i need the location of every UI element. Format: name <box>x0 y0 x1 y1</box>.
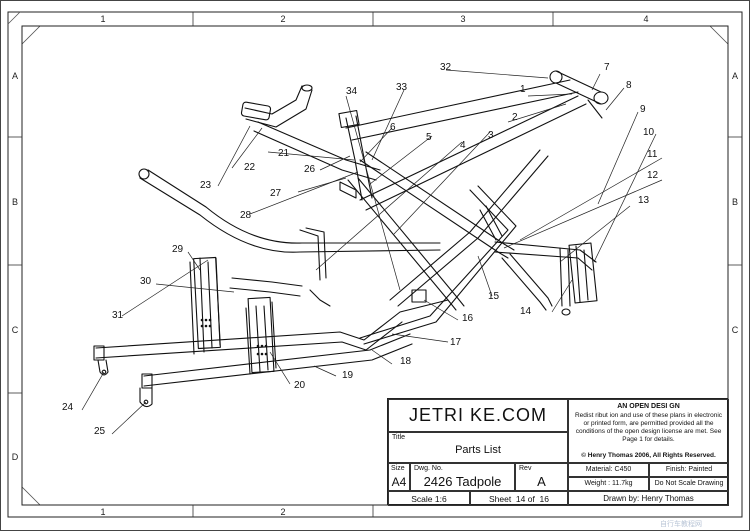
balloon-25: 25 <box>94 426 106 437</box>
weight: Weight : 11.7kg <box>584 480 633 487</box>
zone-row-c-left: C <box>12 325 19 335</box>
open-design-text: Redist ribut ion and use of these plans … <box>574 412 723 443</box>
zone-row-d-left: D <box>12 452 19 462</box>
zone-col-3-top: 3 <box>460 14 465 24</box>
zone-col-2-bottom: 2 <box>280 507 285 517</box>
watermark-text: 自行车教程网 <box>660 520 702 528</box>
sheet-number: Sheet 14 of 16 <box>488 494 550 504</box>
rev-cell: Rev A <box>515 463 568 491</box>
size-cell: Size A4 <box>388 463 410 491</box>
sheet-size: A4 <box>391 475 407 489</box>
zone-row-c-right: C <box>732 325 739 335</box>
balloon-32: 32 <box>440 62 452 73</box>
balloon-13: 13 <box>638 195 650 206</box>
title-label: Title <box>392 434 405 441</box>
balloon-10: 10 <box>643 127 655 138</box>
copyright-notice: © Henry Thomas 2006, All Rights Reserved… <box>581 452 716 459</box>
balloon-34: 34 <box>346 86 358 97</box>
inner-border <box>7 11 743 518</box>
title-cell: Title Parts List <box>388 432 568 463</box>
material-cell: Material: C450 <box>568 463 649 477</box>
balloon-19: 19 <box>342 370 354 381</box>
title-block: JETRI KE.COM Title Parts List Size A4 Dw… <box>387 398 729 506</box>
no-scale-cell: Do Not Scale Drawing <box>649 477 729 491</box>
company-name: JETRI KE.COM <box>408 405 547 425</box>
balloon-5: 5 <box>426 132 432 143</box>
balloon-16: 16 <box>462 313 474 324</box>
do-not-scale: Do Not Scale Drawing <box>654 480 724 487</box>
balloon-26: 26 <box>304 164 316 175</box>
balloon-4: 4 <box>460 140 466 151</box>
zone-col-4-top: 4 <box>643 14 648 24</box>
balloon-28: 28 <box>240 210 252 221</box>
balloon-6: 6 <box>390 122 396 133</box>
zone-col-1-bottom: 1 <box>100 507 105 517</box>
weight-cell: Weight : 11.7kg <box>568 477 649 491</box>
balloon-33: 33 <box>396 82 408 93</box>
balloon-23: 23 <box>200 180 212 191</box>
drawing-title: Parts List <box>455 444 501 456</box>
zone-ticks <box>8 12 742 517</box>
balloon-22: 22 <box>244 162 256 173</box>
material: Material: C450 <box>585 466 632 473</box>
drawing-number: 2426 Tadpole <box>423 474 502 489</box>
size-label: Size <box>391 465 405 472</box>
open-design-heading: AN OPEN DESI GN <box>617 403 680 410</box>
zone-row-a-right: A <box>732 71 738 81</box>
balloon-27: 27 <box>270 188 282 199</box>
scale: Scale 1:6 <box>411 494 447 504</box>
balloon-9: 9 <box>640 104 646 115</box>
drawing-area <box>21 25 729 506</box>
balloon-17: 17 <box>450 337 462 348</box>
rev-label: Rev <box>519 465 532 472</box>
balloon-29: 29 <box>172 244 184 255</box>
part-balloons: 1 2 3 4 5 6 7 8 9 10 11 12 13 14 15 16 1… <box>62 62 659 437</box>
zone-col-1-top: 1 <box>100 14 105 24</box>
zone-row-b-right: B <box>732 197 738 207</box>
zone-row-a-left: A <box>12 71 18 81</box>
trike-frame-drawing <box>93 70 609 408</box>
balloon-20: 20 <box>294 380 306 391</box>
balloon-31: 31 <box>112 310 124 321</box>
drawn-by-cell: Drawn by: Henry Thomas <box>568 491 729 506</box>
balloon-14: 14 <box>520 306 532 317</box>
drawn-by: Drawn by: Henry Thomas <box>603 494 694 503</box>
scale-cell: Scale 1:6 <box>388 491 470 506</box>
balloon-11: 11 <box>647 149 658 160</box>
balloon-15: 15 <box>488 291 500 302</box>
finish: Finish: Painted <box>665 466 713 473</box>
balloon-2: 2 <box>512 112 518 123</box>
balloon-7: 7 <box>604 62 610 73</box>
balloon-3: 3 <box>488 130 494 141</box>
balloon-12: 12 <box>647 170 659 181</box>
sheet-cell: Sheet 14 of 16 <box>470 491 568 506</box>
revision: A <box>537 474 546 489</box>
zone-labels: 1 2 3 4 1 2 A B C D A B C <box>12 14 739 517</box>
balloon-18: 18 <box>400 356 412 367</box>
company-cell: JETRI KE.COM <box>388 399 568 432</box>
zone-row-b-left: B <box>12 197 18 207</box>
dwg-no-label: Dwg. No. <box>414 465 443 472</box>
open-design-cell: AN OPEN DESI GN Redist ribut ion and use… <box>568 399 729 463</box>
balloon-1: 1 <box>520 84 526 95</box>
balloon-24: 24 <box>62 402 74 413</box>
leader-lines <box>81 69 663 435</box>
balloon-21: 21 <box>278 148 290 159</box>
dwg-no-cell: Dwg. No. 2426 Tadpole <box>410 463 515 491</box>
balloon-30: 30 <box>140 276 152 287</box>
zone-col-2-top: 2 <box>280 14 285 24</box>
finish-cell: Finish: Painted <box>649 463 729 477</box>
balloon-8: 8 <box>626 80 632 91</box>
